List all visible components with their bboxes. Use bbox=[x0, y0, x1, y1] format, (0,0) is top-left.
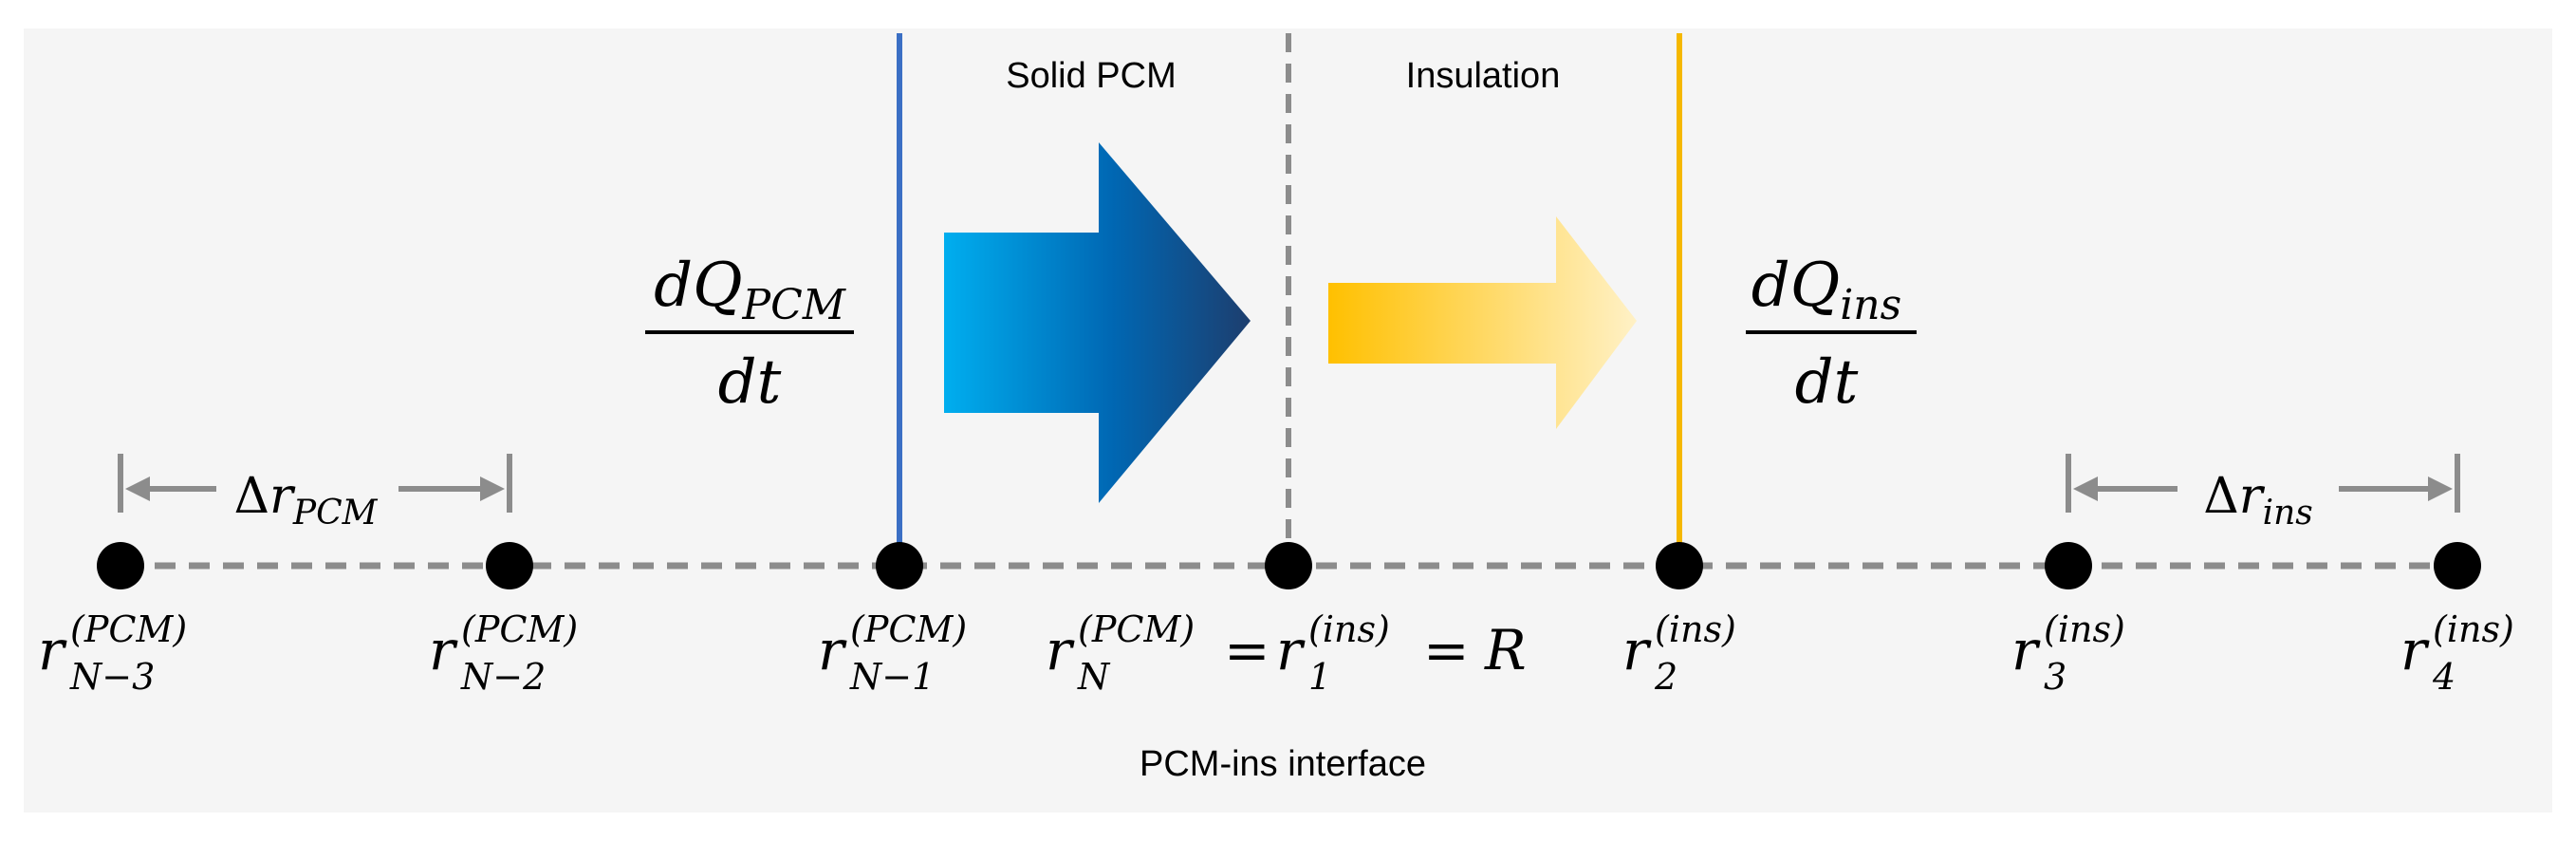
pcm-spacing-label: ΔrPCM bbox=[233, 468, 378, 533]
svg-text:4: 4 bbox=[2432, 656, 2456, 698]
svg-text:(PCM): (PCM) bbox=[850, 608, 967, 650]
svg-text:r: r bbox=[429, 618, 458, 682]
node-label-n-3: r (PCM) N−3 bbox=[38, 608, 187, 698]
ins-spacing-label: Δrins bbox=[2203, 468, 2313, 533]
svg-text:r: r bbox=[38, 618, 67, 682]
pcm-flux-numerator: dQPCM bbox=[654, 251, 846, 329]
svg-text:=: = bbox=[1224, 618, 1270, 682]
svg-text:r: r bbox=[1276, 618, 1306, 682]
svg-text:R: R bbox=[1484, 618, 1527, 682]
node-label-ins-2: r (ins) 2 bbox=[1622, 608, 1736, 698]
svg-text:(PCM): (PCM) bbox=[1078, 608, 1195, 650]
svg-text:N−2: N−2 bbox=[460, 656, 546, 698]
svg-text:N−1: N−1 bbox=[849, 656, 935, 698]
node-label-n-1: r (PCM) N−1 bbox=[818, 608, 967, 698]
svg-text:(ins): (ins) bbox=[2044, 608, 2125, 650]
pcm-flux-denominator: dt bbox=[718, 347, 782, 418]
node-n-1 bbox=[876, 542, 923, 589]
ins-heat-flow-arrow bbox=[1328, 216, 1637, 429]
svg-text:(PCM): (PCM) bbox=[461, 608, 578, 650]
node-label-n-2: r (PCM) N−2 bbox=[429, 608, 578, 698]
svg-text:(ins): (ins) bbox=[1655, 608, 1736, 650]
svg-text:(ins): (ins) bbox=[2433, 608, 2514, 650]
node-ins-2 bbox=[1656, 542, 1703, 589]
svg-text:1: 1 bbox=[1308, 656, 1331, 698]
svg-text:r: r bbox=[1046, 618, 1075, 682]
svg-text:r: r bbox=[2011, 618, 2041, 682]
grid-nodes bbox=[97, 542, 2481, 589]
svg-text:r: r bbox=[1622, 618, 1652, 682]
svg-text:r: r bbox=[818, 618, 847, 682]
pcm-spacing-dimension bbox=[118, 454, 512, 513]
node-interface bbox=[1265, 542, 1312, 589]
ins-flux-numerator: dQins bbox=[1751, 251, 1901, 329]
node-ins-4 bbox=[2434, 542, 2481, 589]
node-label-ins-3: r (ins) 3 bbox=[2011, 608, 2125, 698]
ins-flux-denominator: dt bbox=[1795, 347, 1859, 418]
ins-heat-flux-fraction: dQins dt bbox=[1746, 251, 1917, 418]
svg-text:2: 2 bbox=[1654, 656, 1677, 698]
insulation-label: Insulation bbox=[1406, 56, 1561, 96]
svg-text:(PCM): (PCM) bbox=[70, 608, 187, 650]
svg-text:r: r bbox=[2400, 618, 2430, 682]
svg-text:N−3: N−3 bbox=[69, 656, 155, 698]
node-n-3 bbox=[97, 542, 144, 589]
node-label-interface: r (PCM) N = r (ins) 1 = R bbox=[1046, 608, 1527, 698]
svg-text:N: N bbox=[1077, 656, 1111, 698]
solid-pcm-label: Solid PCM bbox=[1006, 56, 1177, 96]
background-panel bbox=[24, 28, 2552, 813]
svg-text:(ins): (ins) bbox=[1308, 608, 1390, 650]
node-ins-3 bbox=[2045, 542, 2092, 589]
ins-spacing-dimension bbox=[2066, 454, 2460, 513]
node-label-ins-4: r (ins) 4 bbox=[2400, 608, 2514, 698]
pcm-heat-flux-fraction: dQPCM dt bbox=[645, 251, 854, 418]
svg-text:3: 3 bbox=[2044, 656, 2066, 698]
pcm-heat-flow-arrow bbox=[944, 142, 1251, 503]
node-n-2 bbox=[486, 542, 533, 589]
svg-text:=: = bbox=[1423, 618, 1470, 682]
interface-caption: PCM-ins interface bbox=[1140, 744, 1426, 784]
